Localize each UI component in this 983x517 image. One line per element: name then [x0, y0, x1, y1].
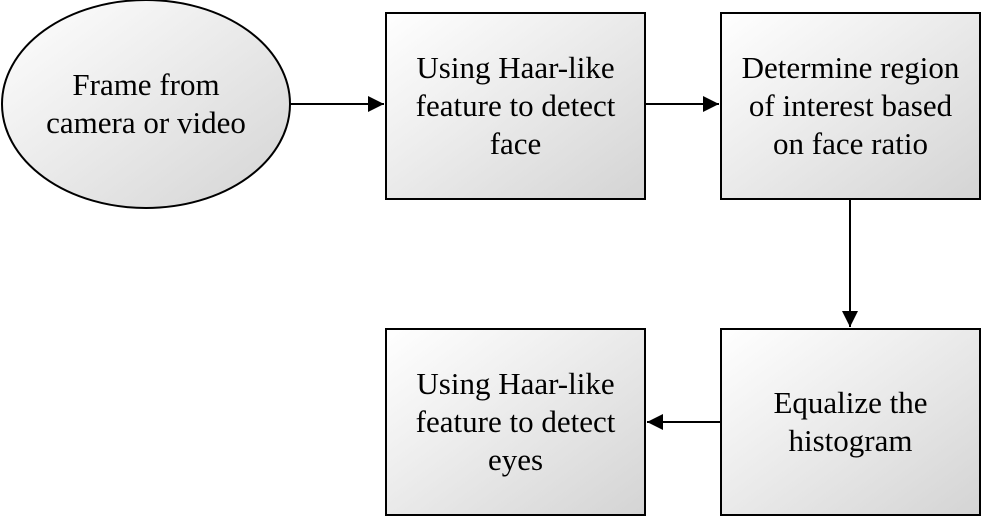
node-equalize-shape [720, 328, 981, 516]
node-start-shape [1, 0, 291, 209]
node-roi-shape [720, 12, 981, 200]
node-detect-face-shape [385, 12, 646, 200]
node-detect-eyes-shape [385, 328, 646, 516]
